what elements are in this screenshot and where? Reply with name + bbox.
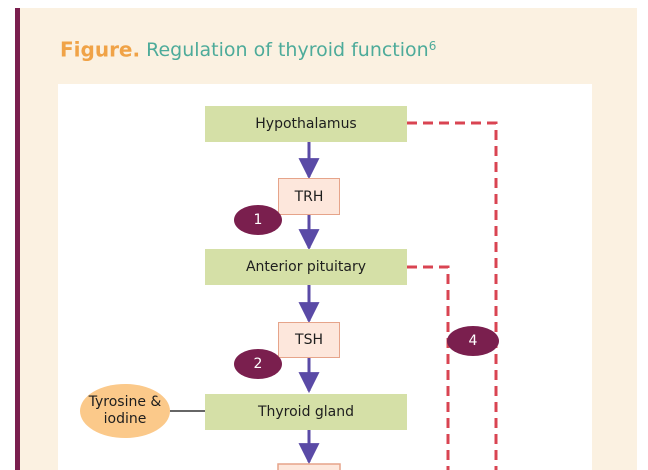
figure-title: Regulation of thyroid function [146, 39, 429, 62]
left-accent-bar [15, 8, 20, 470]
trh-label: TRH [294, 188, 324, 205]
hypothalamus-label: Hypothalamus [255, 116, 357, 132]
figure-label: Figure. [60, 37, 141, 62]
feedback-line-hypothalamus [407, 121, 498, 470]
tyrosine-iodine-label: Tyrosine & iodine [88, 394, 162, 427]
diagram-connectors [170, 121, 498, 470]
step-2-label: 2 [253, 356, 263, 372]
step-4-label: 4 [468, 333, 478, 349]
thyroid-gland-label: Thyroid gland [257, 404, 355, 420]
tyrosine-iodine-node: Tyrosine & iodine [80, 384, 170, 438]
feedback-line-anterior-pituitary [407, 265, 450, 470]
cut-off-node [277, 463, 341, 470]
tsh-label: TSH [295, 332, 323, 348]
hypothalamus-node: Hypothalamus [205, 106, 407, 142]
step-2-badge: 2 [234, 349, 282, 379]
figure-heading: Figure.Regulation of thyroid function6 [60, 32, 437, 62]
anterior-pituitary-node: Anterior pituitary [205, 249, 407, 285]
tsh-node: TSH [278, 322, 340, 358]
trh-node: TRH [278, 178, 340, 215]
thyroid-gland-node: Thyroid gland [205, 394, 407, 430]
reference-superscript: 6 [428, 39, 437, 53]
step-1-label: 1 [253, 212, 263, 228]
diagram-canvas: Hypothalamus TRH Anterior pituitary TSH … [58, 84, 592, 470]
step-1-badge: 1 [234, 205, 282, 235]
anterior-pituitary-label: Anterior pituitary [245, 259, 367, 275]
step-4-badge: 4 [447, 326, 499, 356]
